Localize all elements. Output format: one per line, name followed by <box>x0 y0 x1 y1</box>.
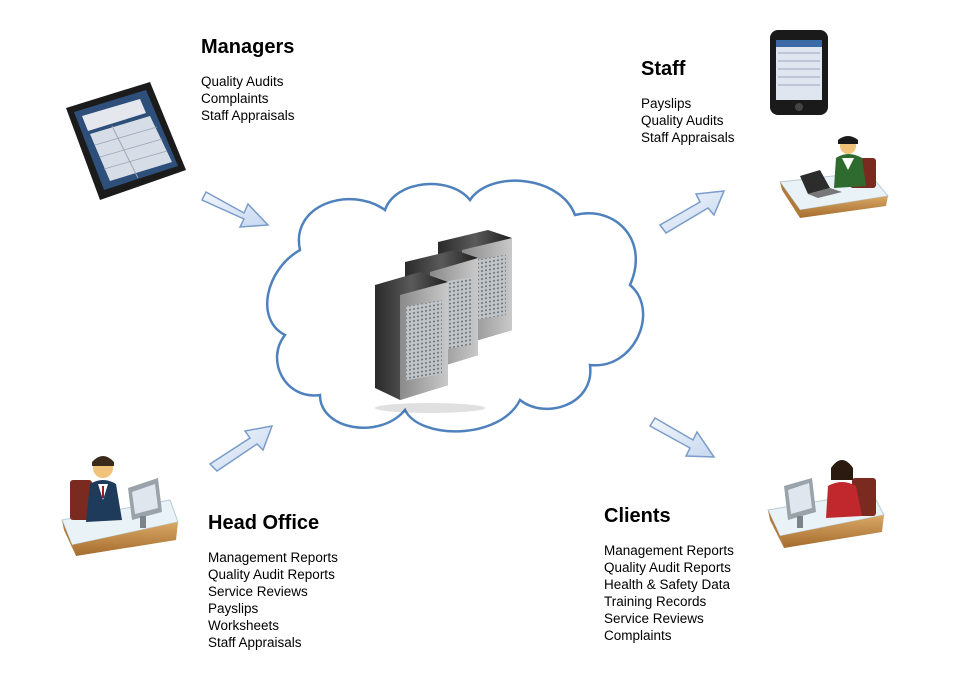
arrow-cloud-to-staff <box>658 190 726 234</box>
list-item: Management Reports <box>208 550 338 565</box>
clients-title: Clients <box>604 505 671 527</box>
list-item: Payslips <box>641 96 692 111</box>
head-office-list: Management Reports Quality Audit Reports… <box>208 549 338 651</box>
smartphone-icon <box>770 30 828 115</box>
arrow-cloud-to-clients <box>648 416 716 458</box>
managers-title: Managers <box>201 36 295 58</box>
list-item: Quality Audits <box>641 113 724 128</box>
list-item: Service Reviews <box>208 584 308 599</box>
list-item: Management Reports <box>604 543 734 558</box>
clients-group: Clients Management Reports Quality Audit… <box>604 505 734 644</box>
list-item: Complaints <box>201 91 269 106</box>
laptop-worker-icon <box>779 136 889 218</box>
arrow-managers-to-cloud <box>200 190 270 228</box>
list-item: Quality Audits <box>201 74 284 89</box>
desk-woman-icon <box>767 460 885 548</box>
tablet-icon <box>66 82 186 200</box>
list-item: Quality Audit Reports <box>208 567 335 582</box>
staff-group: Staff Payslips Quality Audits Staff Appr… <box>641 58 735 146</box>
head-office-title: Head Office <box>208 512 320 534</box>
list-item: Staff Appraisals <box>208 635 302 650</box>
arrow-headoffice-to-cloud <box>208 425 274 472</box>
list-item: Staff Appraisals <box>641 130 735 145</box>
list-item: Service Reviews <box>604 611 704 626</box>
list-item: Training Records <box>604 594 707 609</box>
list-item: Complaints <box>604 628 672 643</box>
managers-group: Managers Quality Audits Complaints Staff… <box>201 36 295 124</box>
managers-list: Quality Audits Complaints Staff Appraisa… <box>201 73 295 124</box>
list-item: Staff Appraisals <box>201 108 295 123</box>
staff-list: Payslips Quality Audits Staff Appraisals <box>641 95 735 146</box>
clients-list: Management Reports Quality Audit Reports… <box>604 542 734 644</box>
desk-operator-icon <box>61 456 179 556</box>
list-item: Payslips <box>208 601 259 616</box>
head-office-group: Head Office Management Reports Quality A… <box>208 512 338 651</box>
server-icon <box>375 230 512 413</box>
list-item: Quality Audit Reports <box>604 560 731 575</box>
list-item: Health & Safety Data <box>604 577 731 592</box>
staff-title: Staff <box>641 58 686 80</box>
list-item: Worksheets <box>208 618 280 633</box>
